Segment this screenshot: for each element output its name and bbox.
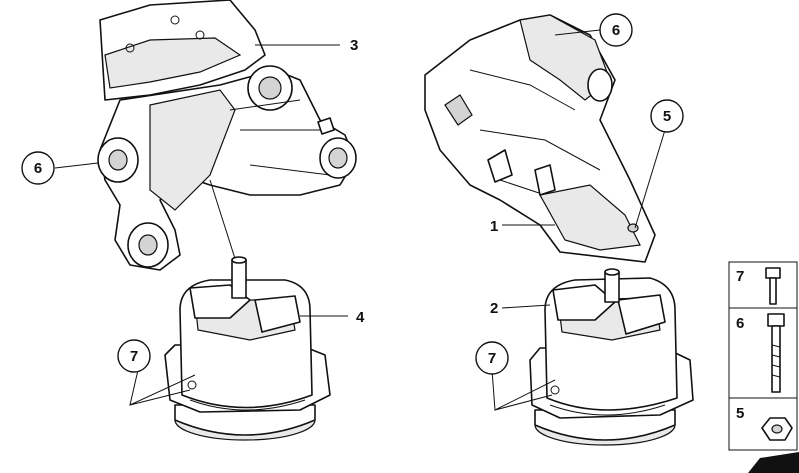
svg-text:6: 6 — [612, 22, 620, 39]
long-bolt-icon — [767, 313, 785, 393]
svg-text:4: 4 — [356, 309, 365, 326]
legend-ref-6: 6 — [736, 315, 744, 332]
callout-2: 2 — [490, 300, 498, 317]
callout-1: 1 — [490, 218, 498, 235]
short-bolt-icon — [765, 267, 781, 305]
legend-panel: 7 6 5 — [728, 261, 799, 473]
left-assembly-axis — [209, 179, 239, 269]
legend-ref-7: 7 — [736, 268, 744, 285]
svg-text:5: 5 — [663, 108, 671, 125]
callout-6-left: 6 — [21, 151, 55, 185]
callout-7-right: 7 — [475, 341, 509, 375]
svg-text:1: 1 — [490, 218, 498, 235]
svg-text:7: 7 — [488, 350, 496, 367]
callout-3: 3 — [350, 37, 358, 54]
left-engine-bracket — [97, 0, 357, 271]
callout-4: 4 — [356, 309, 365, 326]
legend-ref-5: 5 — [736, 405, 744, 422]
left-engine-mount — [164, 256, 331, 441]
svg-text:7: 7 — [130, 348, 138, 365]
callout-5: 5 — [650, 99, 684, 133]
nut-icon — [761, 417, 793, 441]
catalog-marker-icon — [748, 452, 799, 473]
svg-text:6: 6 — [34, 160, 42, 177]
callout-7-left: 7 — [117, 339, 151, 373]
right-engine-bracket — [424, 14, 656, 263]
svg-text:2: 2 — [490, 300, 498, 317]
leader-lines — [54, 29, 666, 411]
right-engine-mount — [529, 268, 694, 446]
svg-text:3: 3 — [350, 37, 358, 54]
callout-6-right: 6 — [599, 13, 633, 47]
